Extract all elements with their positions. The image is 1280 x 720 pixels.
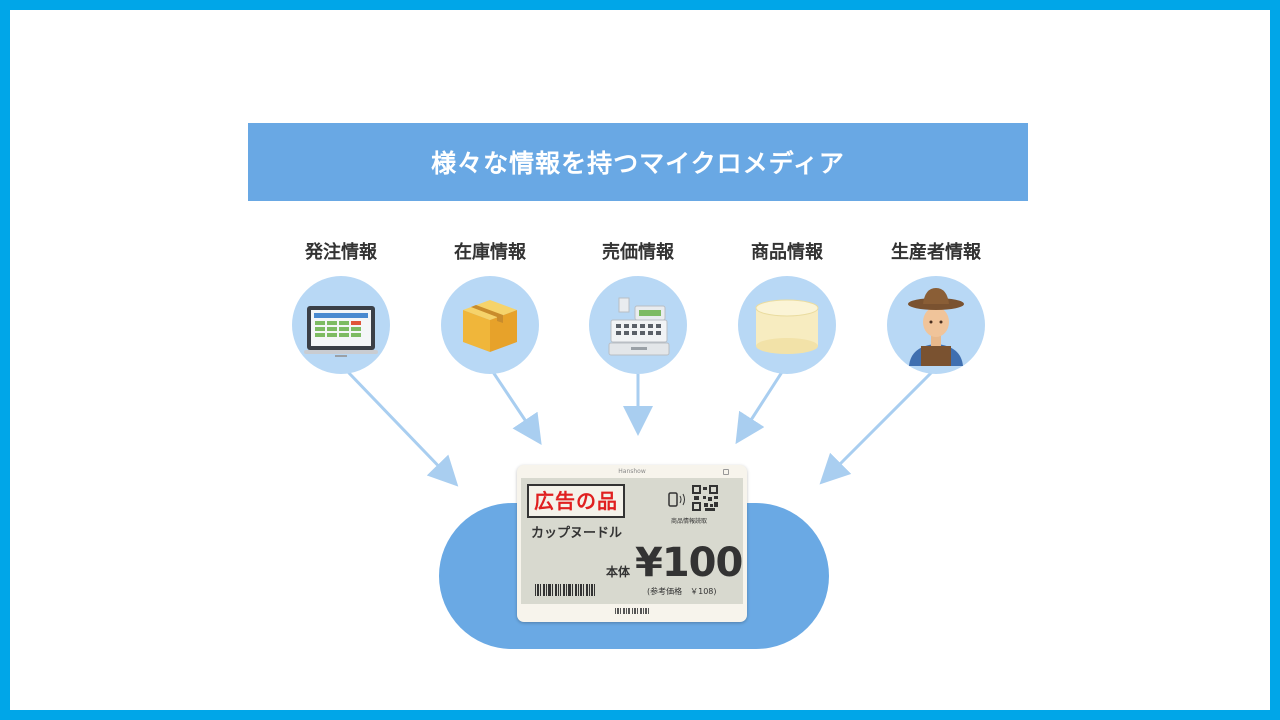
category-label-price: 売価情報 (602, 242, 674, 263)
tag-brand: Hanshow (618, 468, 646, 475)
arrows (346, 370, 934, 487)
tag-screen: 広告の品 カップヌードル 商品情報読取 本体 ¥100 (参考価格 ￥1 (521, 478, 743, 604)
tag-serial-barcode (615, 608, 649, 614)
barcode-icon (535, 584, 595, 596)
canvas: 様々な情報を持つマイクロメディア 発注情報 在庫情報 売価情報 商品情報 生産者… (10, 10, 1270, 710)
computer-icon (304, 306, 378, 357)
category-label-producer: 生産者情報 (891, 242, 981, 263)
banner-title: 様々な情報を持つマイクロメディア (248, 123, 1028, 201)
arrow-stock (491, 371, 542, 445)
circle-order (292, 276, 390, 374)
farmer-icon (908, 288, 964, 366)
circle-producer (887, 276, 985, 374)
tag-indicator (723, 469, 729, 475)
electronic-shelf-label: Hanshow 広告の品 カップヌードル 商品情報読取 本体 (517, 465, 747, 622)
cash-register-icon (608, 297, 670, 356)
circle-stock (441, 276, 539, 374)
price-value: ¥100 (635, 540, 743, 586)
arrow-producer (819, 370, 934, 485)
circle-price (589, 276, 687, 374)
product-name: カップヌードル (531, 526, 623, 541)
qr-label: 商品情報読取 (671, 518, 708, 525)
qr-code-icon (668, 485, 718, 511)
box-icon (463, 300, 517, 352)
tax-included-price: (参考価格 ￥108) (647, 587, 717, 596)
cup-icon (755, 299, 819, 354)
base-price-label: 本体 (606, 565, 631, 579)
category-label-product: 商品情報 (751, 242, 823, 263)
circle-product (738, 276, 836, 374)
ad-label: 広告の品 (527, 484, 625, 518)
category-label-order: 発注情報 (305, 242, 377, 263)
category-label-stock: 在庫情報 (454, 242, 526, 263)
arrow-product (735, 371, 784, 445)
arrow-order (346, 370, 459, 487)
